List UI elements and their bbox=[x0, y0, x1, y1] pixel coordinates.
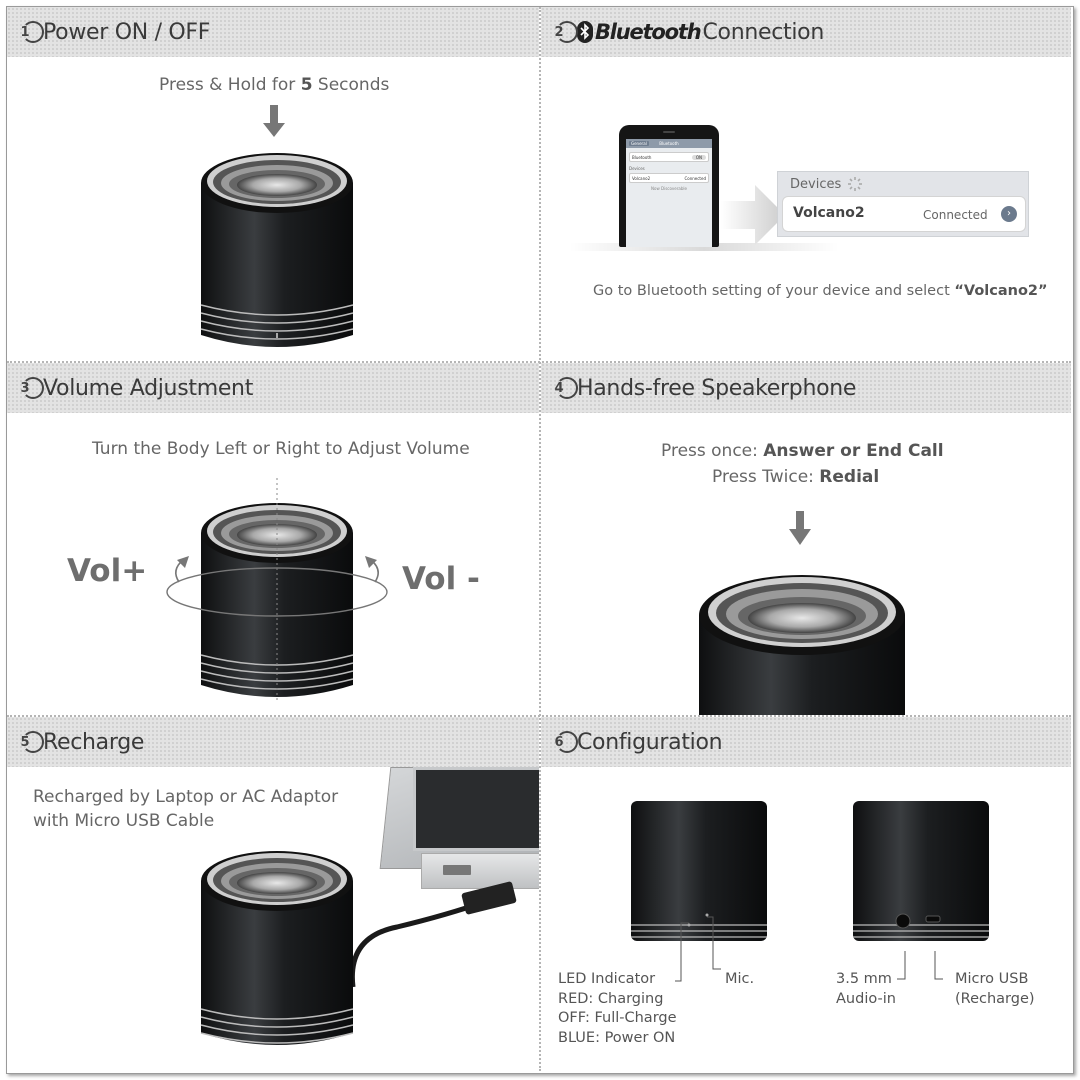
vol-plus-label: Vol+ bbox=[67, 553, 148, 589]
panel-speakerphone: 4 Hands-free Speakerphone Press once: An… bbox=[541, 363, 1071, 715]
chevron-right-icon: › bbox=[1001, 206, 1017, 222]
mic-label: Mic. bbox=[725, 971, 755, 987]
section-header: 4 Hands-free Speakerphone bbox=[541, 363, 1071, 413]
speaker-image bbox=[200, 153, 354, 347]
callout-lines bbox=[675, 916, 943, 982]
speaker-image bbox=[200, 851, 354, 1045]
rotation-guide-icon bbox=[166, 478, 388, 703]
section-header: 5 Recharge bbox=[7, 717, 539, 767]
volume-caption: Turn the Body Left or Right to Adjust Vo… bbox=[92, 439, 470, 459]
spinner-icon bbox=[848, 177, 863, 191]
vertical-divider bbox=[539, 7, 541, 1071]
down-arrow-icon bbox=[789, 511, 811, 545]
section-header: 3 Volume Adjustment bbox=[7, 363, 539, 413]
device-list-card: Devices Volcano2 Connected › bbox=[777, 171, 1029, 237]
audio-in-label: 3.5 mm Audio-in bbox=[836, 971, 896, 1007]
micro-usb-label: Micro USB (Recharge) bbox=[955, 971, 1035, 1007]
bluetooth-wordmark: Bluetooth bbox=[595, 20, 702, 44]
press-once-label: Press once: Answer or End Call bbox=[661, 441, 944, 461]
section-title: Connection bbox=[702, 19, 824, 45]
section-title: Power ON / OFF bbox=[43, 19, 211, 45]
recharge-caption-line1: Recharged by Laptop or AC Adaptor bbox=[33, 787, 339, 807]
horizontal-divider bbox=[7, 361, 1071, 363]
devices-header: Devices bbox=[790, 176, 842, 192]
phone-stand-shadow bbox=[569, 243, 839, 251]
device-status: Connected bbox=[923, 208, 988, 222]
led-indicator-label: LED Indicator RED: Charging OFF: Full-Ch… bbox=[558, 971, 677, 1046]
section-number: 1 bbox=[17, 20, 44, 44]
section-header: 6 Configuration bbox=[541, 717, 1071, 767]
vol-minus-label: Vol - bbox=[402, 561, 480, 597]
press-twice-label: Press Twice: Redial bbox=[712, 467, 880, 487]
panel-bluetooth: 2 Bluetooth Connection General Bluetooth… bbox=[541, 7, 1071, 361]
device-name: Volcano2 bbox=[793, 205, 865, 221]
section-title: Recharge bbox=[43, 729, 145, 755]
bluetooth-caption: Go to Bluetooth setting of your device a… bbox=[593, 283, 1048, 299]
section-number: 4 bbox=[551, 376, 578, 400]
section-number: 5 bbox=[17, 730, 44, 754]
section-title: Volume Adjustment bbox=[43, 375, 254, 401]
usb-cable-image bbox=[349, 881, 517, 988]
panel-volume: 3 Volume Adjustment Turn the Body Left o… bbox=[7, 363, 539, 715]
recharge-caption-line2: with Micro USB Cable bbox=[33, 811, 215, 831]
section-number: 6 bbox=[551, 730, 578, 754]
section-number: 2 bbox=[551, 20, 578, 44]
horizontal-divider bbox=[7, 715, 1071, 717]
speaker-side-view-right bbox=[853, 801, 989, 941]
panel-configuration: 6 Configuration LED Indicator RED: Charg… bbox=[541, 717, 1071, 1071]
section-title: Hands-free Speakerphone bbox=[577, 375, 857, 401]
laptop-image bbox=[379, 767, 539, 957]
panel-recharge: 5 Recharge Recharged by Laptop or AC Ada… bbox=[7, 717, 539, 1071]
phone-screen: General Bluetooth Bluetooth ON Devices V… bbox=[626, 139, 712, 247]
speaker-closeup-image bbox=[699, 575, 905, 715]
down-arrow-icon bbox=[263, 105, 285, 137]
section-title: Configuration bbox=[577, 729, 723, 755]
section-number: 3 bbox=[17, 376, 44, 400]
section-header: 1 Power ON / OFF bbox=[7, 7, 539, 57]
phone-image: General Bluetooth Bluetooth ON Devices V… bbox=[619, 125, 719, 247]
panel-power: 1 Power ON / OFF Press & Hold for 5 Seco… bbox=[7, 7, 539, 361]
power-caption: Press & Hold for 5 Seconds bbox=[159, 75, 390, 95]
right-arrow-icon bbox=[721, 185, 785, 245]
bluetooth-icon bbox=[577, 21, 593, 43]
section-header: 2 Bluetooth Connection bbox=[541, 7, 1071, 57]
device-row[interactable]: Volcano2 Connected › bbox=[782, 196, 1026, 232]
speaker-side-view-left bbox=[631, 801, 767, 941]
